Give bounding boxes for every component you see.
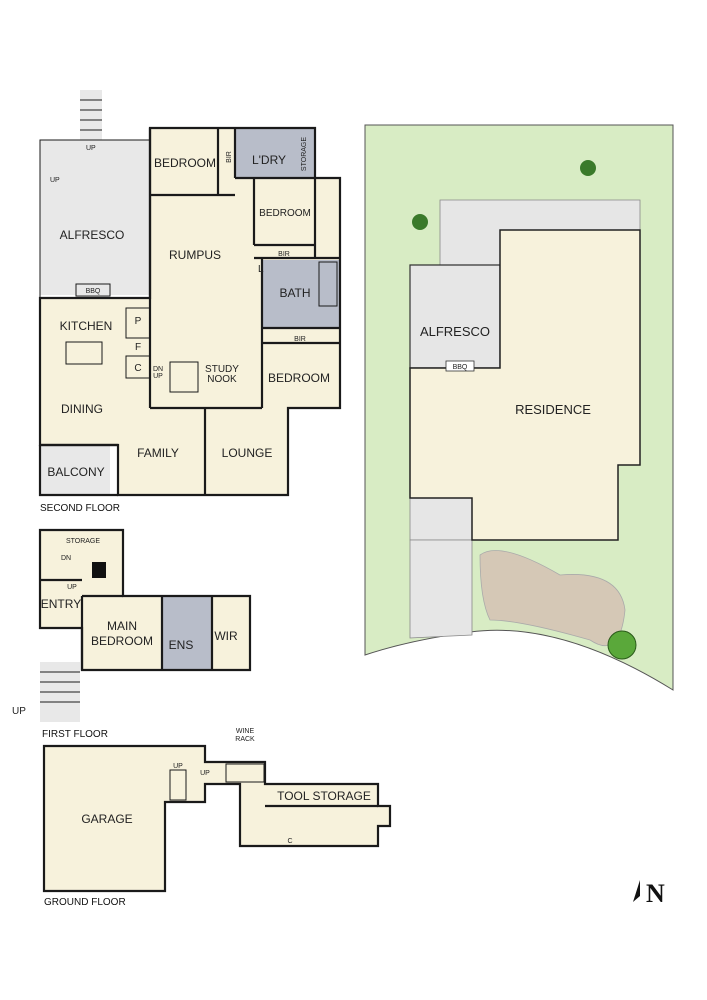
pantry-box (125, 307, 151, 339)
ground-stair-a (169, 769, 187, 801)
north-arrow: N (633, 879, 665, 908)
garage-label: GARAGE (81, 812, 132, 826)
second-floor-title: SECOND FLOOR (40, 503, 120, 514)
cupboard-ground-label: C (287, 838, 292, 845)
ensuite-area (162, 596, 212, 670)
north-label: N (646, 879, 665, 908)
up-label-left: UP (50, 177, 60, 184)
ground-floor-interior (44, 746, 390, 891)
laundry-area (235, 128, 315, 178)
alfresco-area (40, 140, 150, 295)
storage-label: STORAGE (301, 137, 308, 171)
fridge-label: F (135, 342, 141, 353)
cupboard-label: C (134, 363, 141, 374)
cupboard-box (125, 355, 151, 379)
wine-rack (225, 763, 265, 783)
up-ff-label: UP (67, 584, 77, 591)
second-floor-interior (40, 128, 340, 495)
site-plan: ALFRESCO BBQ RESIDENCE (364, 124, 674, 691)
lounge-label: LOUNGE (222, 446, 273, 460)
wine-rack-label-1: WINE (236, 728, 255, 735)
up-label-top: UP (86, 145, 96, 152)
residence-footprint (409, 229, 641, 541)
paving-b (409, 539, 473, 639)
tree-icon (607, 630, 637, 660)
first-floor-title: FIRST FLOOR (42, 729, 108, 740)
north-arrow-icon (633, 880, 640, 902)
study-label-2: NOOK (207, 374, 237, 385)
tree-icon (412, 214, 428, 230)
tree-icon (580, 160, 596, 176)
dining-label: DINING (61, 402, 103, 416)
bath-l-label: L (258, 264, 264, 275)
entry-label: ENTRY (41, 597, 81, 611)
residence-label: RESIDENCE (515, 402, 591, 417)
main-bedroom-label-1: MAIN (107, 619, 137, 633)
bbq-label: BBQ (86, 288, 101, 295)
laundry-label: L'DRY (252, 153, 286, 167)
dn-ff-label: DN (61, 555, 71, 562)
alfresco-label: ALFRESCO (60, 228, 125, 242)
bedroom-se-label: BEDROOM (268, 371, 330, 385)
bath-area (262, 260, 340, 328)
bath-label: BATH (279, 286, 310, 300)
balcony-label: BALCONY (47, 465, 104, 479)
kitchen-island (65, 341, 103, 365)
bbq-unit (75, 283, 111, 297)
up-ground-a: UP (173, 763, 183, 770)
family-label: FAMILY (137, 446, 179, 460)
stair-well (169, 361, 199, 393)
stair-block (92, 562, 106, 578)
bir-b-label: BIR (278, 251, 290, 258)
bir-a-label: BIR (226, 151, 233, 163)
rumpus-label: RUMPUS (169, 248, 221, 262)
dn-label: DN (153, 366, 163, 373)
bir-c-label: BIR (294, 336, 306, 343)
tool-storage-label: TOOL STORAGE (277, 789, 371, 803)
storage-ff-label: STORAGE (66, 538, 100, 545)
bbq-site-box (445, 360, 475, 372)
pantry-label: P (135, 316, 142, 327)
ground-floor-plan: UP UP WINE RACK GARAGE TOOL STORAGE C GR… (42, 728, 392, 908)
balcony-area (40, 445, 110, 495)
stair-top (80, 90, 102, 140)
up-ground-b: UP (200, 770, 210, 777)
alfresco-site-label: ALFRESCO (420, 324, 490, 339)
paving-a (409, 497, 473, 541)
ens-label: ENS (169, 638, 194, 652)
first-floor-plan: STORAGE DN UP ENTRY MAIN BEDROOM ENS WIR… (12, 528, 252, 740)
bedroom-ne-label: BEDROOM (259, 208, 311, 219)
up-outside-label: UP (12, 706, 26, 717)
main-bedroom-label-2: BEDROOM (91, 634, 153, 648)
kitchen-label: KITCHEN (60, 319, 113, 333)
wir-label: WIR (214, 629, 238, 643)
wine-rack-label-2: RACK (235, 736, 255, 743)
alfresco-site (409, 264, 501, 369)
bedroom-nw-label: BEDROOM (154, 156, 216, 170)
second-floor-plan: UP UP BEDROOM BIR L'DRY STORAGE BEDROOM … (38, 90, 342, 514)
up-label: UP (153, 373, 163, 380)
bbq-site-label: BBQ (453, 364, 468, 371)
ground-floor-title: GROUND FLOOR (44, 897, 126, 908)
study-label-1: STUDY (205, 364, 239, 375)
bathtub (318, 261, 338, 307)
